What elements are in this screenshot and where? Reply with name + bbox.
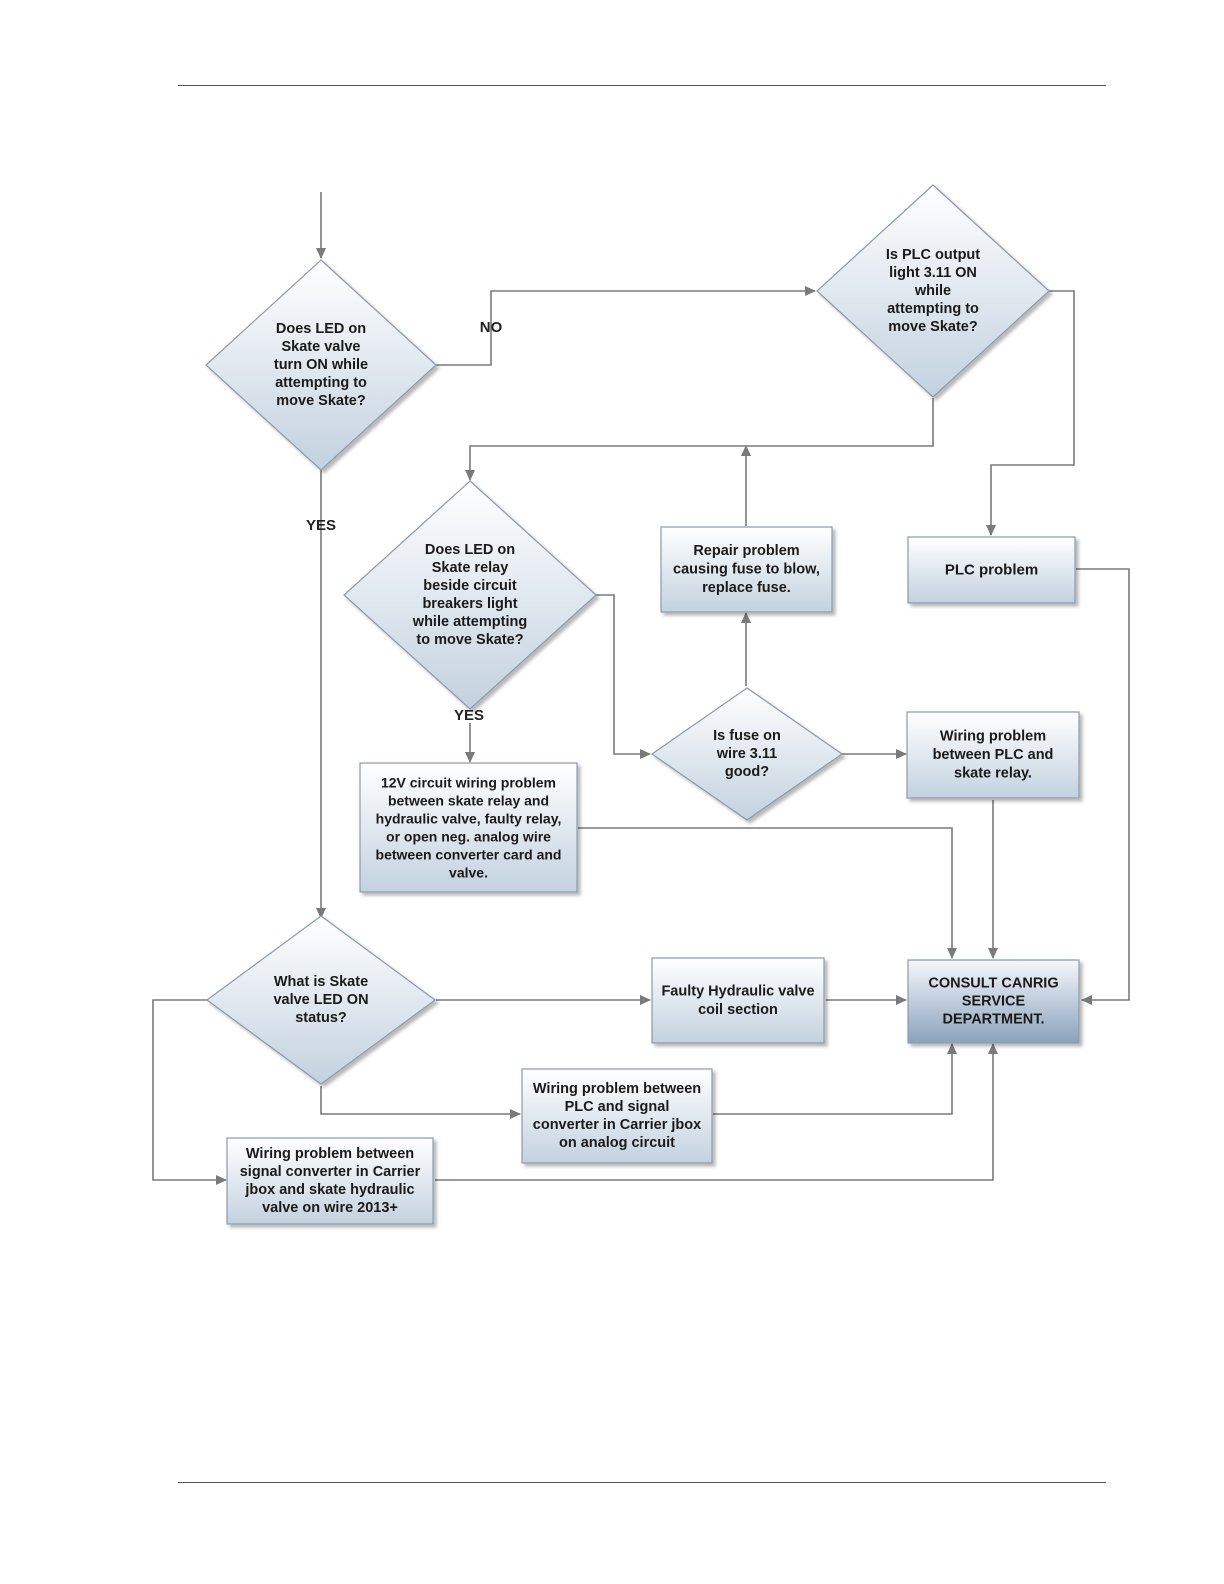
node-text-line: wire 3.11 (716, 746, 777, 762)
node-text-line: valve LED ON (273, 992, 368, 1008)
node-text-line: while attempting (412, 614, 527, 630)
node-text-line: status? (295, 1010, 347, 1026)
node-text-line: What is Skate (274, 974, 368, 990)
node-wiring-converter-valve: Wiring problem between signal converter i… (226, 1137, 434, 1225)
node-text-line: Skate relay (432, 560, 509, 576)
node-text-line: while (914, 283, 951, 299)
node-text-line: valve on wire 2013+ (262, 1200, 398, 1216)
node-text-line: or open neg. analog wire (386, 829, 551, 845)
node-text-line: Wiring problem (940, 729, 1046, 745)
node-text-line: Is fuse on (713, 728, 781, 744)
node-text-line: move Skate? (888, 319, 978, 335)
node-consult-canrig: CONSULT CANRIG SERVICE DEPARTMENT. (907, 959, 1080, 1044)
node-text-line: signal converter in Carrier (240, 1164, 421, 1180)
node-text-line: light 3.11 ON (889, 265, 977, 281)
node-text-line: attempting to (275, 375, 367, 391)
connector-relay-to-fuse (596, 594, 651, 759)
process-box (906, 711, 1080, 799)
node-text-line: on analog circuit (559, 1135, 675, 1151)
decision-diamond (816, 184, 1050, 398)
node-text-line: turn ON while (274, 357, 368, 373)
connector-status-to-valve-wiring (152, 999, 227, 1185)
node-text-line: 12V circuit wiring problem (381, 775, 556, 791)
node-text-line: between converter card and (376, 847, 562, 863)
decision-diamond (205, 915, 437, 1085)
node-text-line: Wiring problem between (533, 1081, 701, 1097)
node-text-line: Skate valve (281, 339, 360, 355)
node-q-fuse-good: Is fuse on wire 3.11 good? (650, 687, 844, 821)
node-text-line: breakers light (422, 596, 517, 612)
node-q-led-skate-valve: Does LED on Skate valve turn ON while attem… (205, 259, 437, 471)
label-yes-relay: YES (454, 707, 484, 724)
node-text-line: beside circuit (423, 578, 517, 594)
node-text-line: Does LED on (425, 542, 515, 558)
node-wiring-plc-relay: Wiring problem between PLC and skate relay… (906, 711, 1080, 799)
node-q-plc-output: Is PLC output light 3.11 ON while attemptin… (816, 184, 1050, 398)
node-text-line: valve. (449, 865, 488, 881)
process-box (359, 762, 578, 893)
connector-no-to-plc-output (436, 286, 816, 366)
connector-converter-wiring-to-consult (713, 1043, 957, 1115)
footer-rule (178, 1482, 1106, 1483)
decision-diamond (650, 687, 844, 821)
connector-plc-output-to-plc-problem (986, 290, 1075, 536)
node-text-line: skate relay. (954, 766, 1032, 782)
node-plc-problem: PLC problem (907, 536, 1076, 604)
node-text-line: PLC and signal (565, 1099, 670, 1115)
decision-diamond (205, 259, 437, 471)
node-text-line: between PLC and (933, 747, 1054, 763)
node-text-line: between skate relay and (388, 793, 549, 809)
node-text-line: hydraulic valve, faulty relay, (376, 811, 562, 827)
node-text-line: Does LED on (276, 321, 366, 337)
connector-plc-output-to-relay-question (465, 398, 934, 481)
node-faulty-hydraulic: Faulty Hydraulic valve coil section (651, 957, 825, 1044)
connector-12v-to-consult (578, 827, 957, 959)
node-text-line: good? (725, 764, 769, 780)
node-text-line: replace fuse. (702, 580, 791, 596)
process-box (907, 959, 1080, 1044)
label-yes-main: YES (306, 517, 336, 534)
node-text-line: SERVICE (962, 994, 1026, 1010)
node-text-line: CONSULT CANRIG (928, 976, 1058, 992)
node-text-line: attempting to (887, 301, 979, 317)
node-q-valve-status: What is Skate valve LED ON status? (205, 915, 437, 1085)
connector-plc-problem-to-consult (1076, 568, 1130, 1005)
process-box (521, 1068, 713, 1164)
header-rule (178, 85, 1106, 86)
connector-valve-wiring-to-consult (435, 1043, 998, 1181)
process-box (651, 957, 825, 1044)
node-text-line: PLC problem (945, 562, 1038, 579)
connector-status-to-converter-wiring (320, 1086, 521, 1119)
node-text-line: causing fuse to blow, (673, 562, 820, 578)
process-box (907, 536, 1076, 604)
node-text-line: Wiring problem between (246, 1146, 414, 1162)
node-text-line: Repair problem (693, 543, 799, 559)
node-text-line: converter in Carrier jbox (533, 1117, 701, 1133)
node-text-line: jbox and skate hydraulic (244, 1182, 414, 1198)
node-text-line: Faulty Hydraulic valve (661, 983, 814, 999)
node-text-line: move Skate? (276, 393, 366, 409)
label-no: NO (480, 319, 503, 336)
node-text-line: to move Skate? (416, 632, 523, 648)
node-circuit-12v: 12V circuit wiring problem between skate … (359, 762, 578, 893)
node-q-led-skate-relay: Does LED on Skate relay beside circuit brea… (343, 480, 597, 710)
node-text-line: DEPARTMENT. (942, 1012, 1044, 1028)
process-box (226, 1137, 434, 1225)
node-repair-fuse: Repair problem causing fuse to blow, repla… (660, 526, 833, 613)
node-text-line: Is PLC output (886, 247, 980, 263)
node-text-line: coil section (698, 1002, 778, 1018)
decision-diamond (343, 480, 597, 710)
process-box (660, 526, 833, 613)
